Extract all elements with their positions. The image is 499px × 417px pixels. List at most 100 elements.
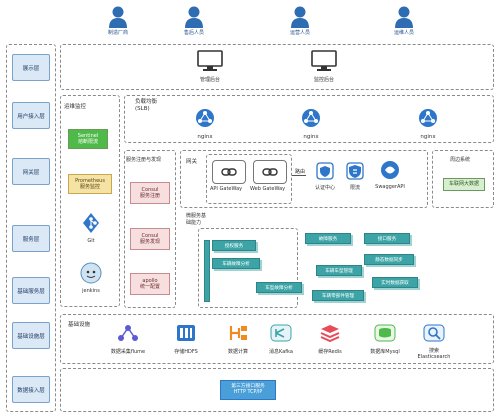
compute-icon (229, 326, 247, 340)
person-maker: 制造厂商 (96, 6, 140, 36)
git-label: Git (87, 238, 95, 244)
nginx-label: nginx (420, 134, 436, 140)
infra-label: 数据库Mysql (370, 349, 400, 355)
api-gateway-label: API GateWay (210, 186, 243, 192)
apollo-config-box: apollo 统一配置 (130, 273, 170, 295)
monitor-icon (197, 50, 223, 71)
nginx-node-2: nginx (292, 108, 330, 140)
infra-label: 消息Kafka (269, 349, 293, 355)
infra-label: 数据计算 (227, 349, 248, 355)
service-region (198, 228, 298, 308)
jenkins-label: jenkins (82, 288, 100, 294)
access-region (124, 95, 494, 143)
vehicle-fault-analysis-box: 车辆故障分析 (212, 258, 260, 269)
hdfs-icon (177, 325, 195, 341)
swagger-icon (381, 161, 399, 179)
person-label: 售后人员 (183, 30, 204, 36)
link-icon (262, 168, 278, 176)
static-data-sync-box: 静态数据同步 (364, 254, 414, 265)
external-region (432, 150, 494, 208)
person-operations: 运营人员 (278, 6, 322, 36)
third-party-interface-box: 第三方接口服务 HTTP TCP/IP (220, 380, 276, 400)
person-icon (185, 6, 203, 28)
infra-mysql: 数据库Mysql (364, 324, 406, 355)
gateway-title: 网关 (186, 159, 198, 165)
nginx-icon (419, 109, 437, 127)
redis-icon (320, 325, 340, 343)
layer-service: 服务层 (12, 225, 50, 252)
swagger-label: SwaggerAPI (375, 184, 405, 190)
gateway-region (180, 150, 428, 208)
realtime-data-box: 实时数据获取 (372, 277, 418, 288)
kafka-icon (270, 324, 292, 342)
sentinel-box: Sentinel 熔断限流 (68, 129, 108, 149)
consul-discovery-box: Consul 服务发现 (130, 228, 170, 250)
layer-user-access: 用户接入层 (12, 102, 50, 129)
service-bar (204, 240, 210, 302)
fault-service-box: 故障服务 (305, 233, 351, 244)
mysql-icon (374, 324, 396, 342)
person-aftersales: 售后人员 (172, 6, 216, 36)
infra-label: 搜索 Elasticsearch (417, 348, 451, 360)
vehicle-bigdata-box: 车联网大数据 (443, 178, 485, 191)
service-caption: 微服务基 础能力 (186, 213, 207, 226)
display-region (60, 44, 494, 90)
vehicle-model-mgmt-box: 车辆车型管理 (316, 265, 362, 276)
monitor-icon (311, 50, 337, 71)
layer-display: 展示层 (12, 54, 50, 81)
infra-label: 缓存Redis (318, 349, 342, 355)
infra-label: 存储HDFS (174, 349, 198, 355)
infra-flume: 数据采集flume (104, 324, 152, 355)
infra-region (60, 314, 494, 364)
nginx-icon (302, 109, 320, 127)
jenkins-icon (80, 262, 102, 284)
auth-label: 认证中心 (314, 185, 335, 191)
shield-icon (316, 162, 334, 180)
rate-limit-icon (346, 162, 364, 180)
layer-data-access: 数据接入层 (12, 376, 50, 403)
nginx-node-3: nginx (409, 108, 447, 140)
layer-infrastructure: 基础设施层 (12, 322, 50, 349)
ops-region (60, 95, 120, 307)
external-title: 周边系统 (450, 157, 471, 163)
infra-kafka: 消息Kafka (262, 324, 300, 355)
registry-region (124, 150, 176, 308)
layer-base-service: 基础服务层 (12, 277, 50, 304)
interface-service-box: 接口服务 (364, 233, 410, 244)
infra-elasticsearch: 搜索 Elasticsearch (410, 324, 458, 360)
person-label: 运维人员 (393, 30, 414, 36)
nginx-icon (196, 109, 214, 127)
layer-column (6, 44, 56, 412)
person-label: 运营人员 (289, 30, 310, 36)
link-icon (221, 168, 237, 176)
git-icon (83, 213, 99, 233)
swagger-api: SwaggerAPI (370, 160, 410, 190)
prometheus-box: Prometheus 服务监控 (68, 174, 112, 194)
mgmt-label: 管理后台 (199, 77, 220, 83)
consul-register-box: Consul 服务注册 (130, 182, 170, 204)
monitor-label: 监控后台 (313, 77, 334, 83)
nginx-label: nginx (197, 134, 213, 140)
infra-hdfs: 存储HDFS (166, 324, 206, 355)
rate-limit: 限流 (343, 162, 367, 191)
layer-gateway: 网关层 (12, 158, 50, 185)
person-icon (395, 6, 413, 28)
person-icon (291, 6, 309, 28)
data-access-region (60, 368, 494, 412)
elasticsearch-icon (423, 324, 445, 342)
flume-icon (118, 325, 138, 341)
route-label: 路由 (295, 169, 306, 175)
parts-mgmt-box: 车辆零部件管理 (312, 290, 364, 301)
person-icon (109, 6, 127, 28)
web-gateway-card (253, 160, 287, 184)
slb-title: 负载均衡 (SLB) (135, 99, 158, 113)
infra-compute: 数据计算 (220, 324, 256, 355)
auth-center: 认证中心 (310, 162, 340, 191)
person-devops: 运维人员 (382, 6, 426, 36)
model-fault-analysis-box: 车型故障分析 (256, 282, 302, 293)
infra-redis: 缓存Redis (310, 324, 350, 355)
gateway-group (206, 154, 292, 204)
person-label: 制造厂商 (107, 30, 128, 36)
api-gateway-card (212, 160, 246, 184)
route-line (292, 175, 306, 176)
